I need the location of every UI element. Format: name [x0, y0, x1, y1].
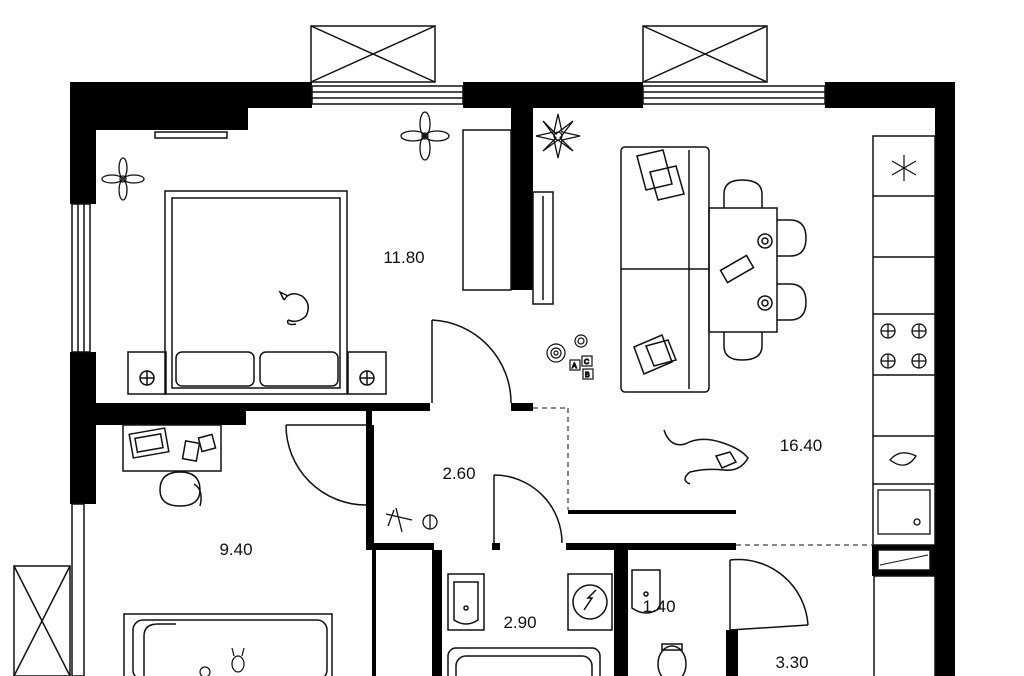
double-bed: [127, 190, 387, 395]
closet: [873, 575, 936, 676]
tv-unit: [532, 191, 554, 305]
bunny-toy-icon: [199, 647, 245, 676]
balcony-right: [642, 25, 768, 83]
svg-text:C: C: [584, 359, 589, 366]
plant-icon: [101, 157, 145, 201]
windows: [71, 85, 826, 676]
kitchen-counter: [872, 135, 936, 546]
cat-icon: [278, 290, 309, 326]
room-area-corridor: 3.30: [775, 653, 808, 672]
plant-icon: [400, 111, 450, 161]
toilet-icon: [657, 643, 687, 676]
dining-table: [708, 179, 807, 361]
dog-icon: [663, 429, 749, 485]
desk: [122, 424, 222, 507]
room-area-second-bedroom: 9.40: [219, 540, 252, 559]
room-area-living: 16.40: [780, 436, 823, 455]
stove-icon: [880, 323, 927, 369]
plant-icon: [535, 113, 581, 159]
single-bed: [123, 613, 333, 676]
wardrobe: [154, 129, 512, 291]
room-area-hall: 2.60: [442, 464, 475, 483]
toys: A C B: [546, 334, 594, 380]
svg-text:B: B: [585, 372, 590, 379]
walls: [70, 82, 955, 676]
svg-text:A: A: [572, 363, 577, 370]
room-boundaries: [533, 407, 872, 546]
sofa: [620, 146, 710, 393]
wc-sink-icon: [631, 569, 661, 614]
toy-plane-icon: [385, 507, 438, 533]
room-area-wc: 1.40: [642, 597, 675, 616]
balcony-side: [13, 565, 71, 676]
balcony-left: [310, 25, 436, 83]
sink-icon: [877, 452, 931, 535]
washbasin-icon: [447, 573, 485, 631]
fridge-icon: [891, 155, 917, 181]
bathtub-icon: [447, 647, 601, 676]
room-area-bathroom: 2.90: [503, 613, 536, 632]
doors: [285, 319, 809, 631]
room-area-bedroom: 11.80: [383, 248, 424, 267]
washing-machine-icon: [567, 573, 613, 631]
